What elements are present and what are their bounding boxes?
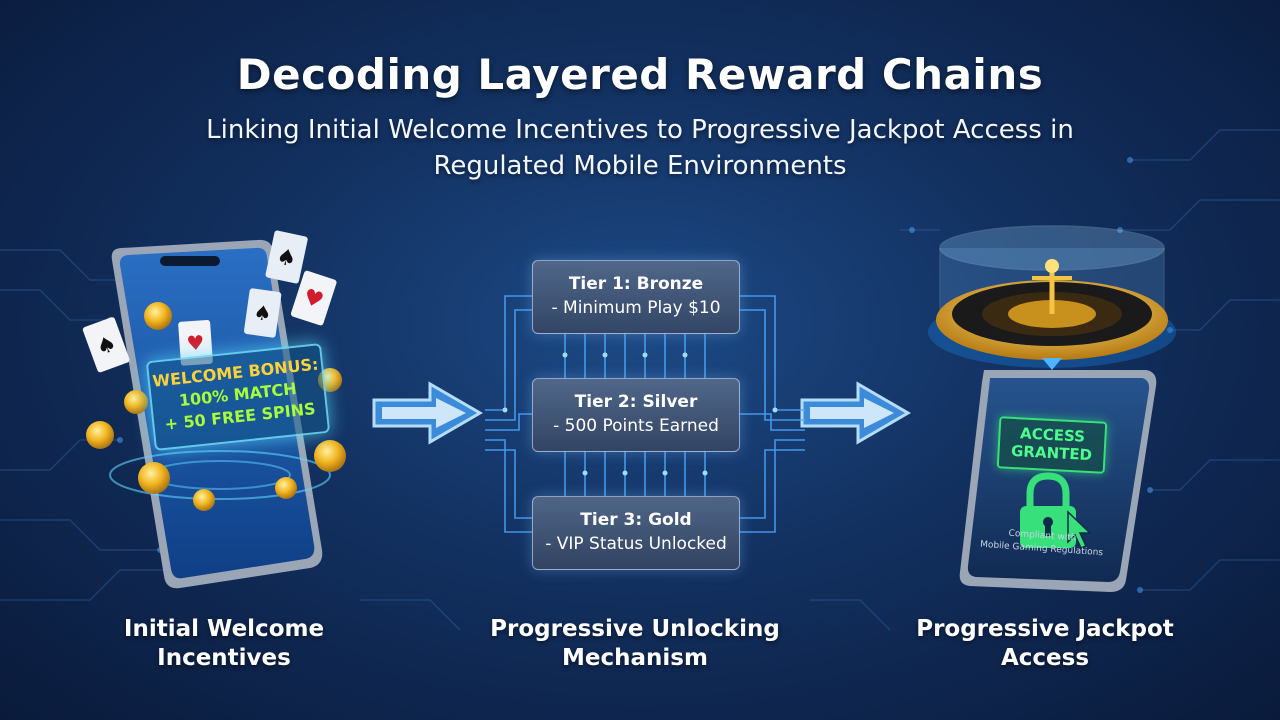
tier-silver-card: Tier 2: Silver - 500 Points Earned xyxy=(532,378,740,452)
gold-coin-icon xyxy=(86,302,346,511)
padlock-icon xyxy=(1020,472,1076,548)
welcome-phone-illustration: ♠ ♥ ♠ ♠ ♥ xyxy=(82,230,346,589)
tier-requirement: - Minimum Play $10 xyxy=(551,298,721,318)
jackpot-phone-illustration xyxy=(928,225,1176,592)
page-title: Decoding Layered Reward Chains xyxy=(236,50,1044,99)
stage-caption-welcome: Initial Welcome Incentives xyxy=(123,616,325,671)
roulette-wheel-icon xyxy=(928,225,1176,370)
tier-gold-card: Tier 3: Gold - VIP Status Unlocked xyxy=(532,496,740,570)
welcome-bonus-panel: WELCOME BONUS: 100% MATCH + 50 FREE SPIN… xyxy=(145,343,331,451)
stage-caption-unlocking: Progressive Unlocking Mechanism xyxy=(490,616,780,671)
tier-name: Tier 3: Gold xyxy=(580,510,692,530)
cursor-icon xyxy=(1067,510,1092,549)
tier-circuit-traces xyxy=(485,295,805,533)
svg-text:♠: ♠ xyxy=(252,300,273,326)
arrow-right-icon xyxy=(372,381,483,445)
arrow-right-icon xyxy=(800,381,911,445)
tier-requirement: - 500 Points Earned xyxy=(553,416,719,436)
stage-caption-jackpot: Progressive Jackpot Access xyxy=(916,616,1174,671)
svg-text:♥: ♥ xyxy=(186,330,206,355)
access-granted-badge: ACCESS GRANTED xyxy=(996,416,1108,474)
page-subtitle: Linking Initial Welcome Incentives to Pr… xyxy=(206,115,1074,181)
tier-name: Tier 2: Silver xyxy=(574,392,698,412)
tier-bronze-card: Tier 1: Bronze - Minimum Play $10 xyxy=(532,260,740,334)
tier-requirement: - VIP Status Unlocked xyxy=(545,534,727,554)
tier-name: Tier 1: Bronze xyxy=(568,274,704,294)
